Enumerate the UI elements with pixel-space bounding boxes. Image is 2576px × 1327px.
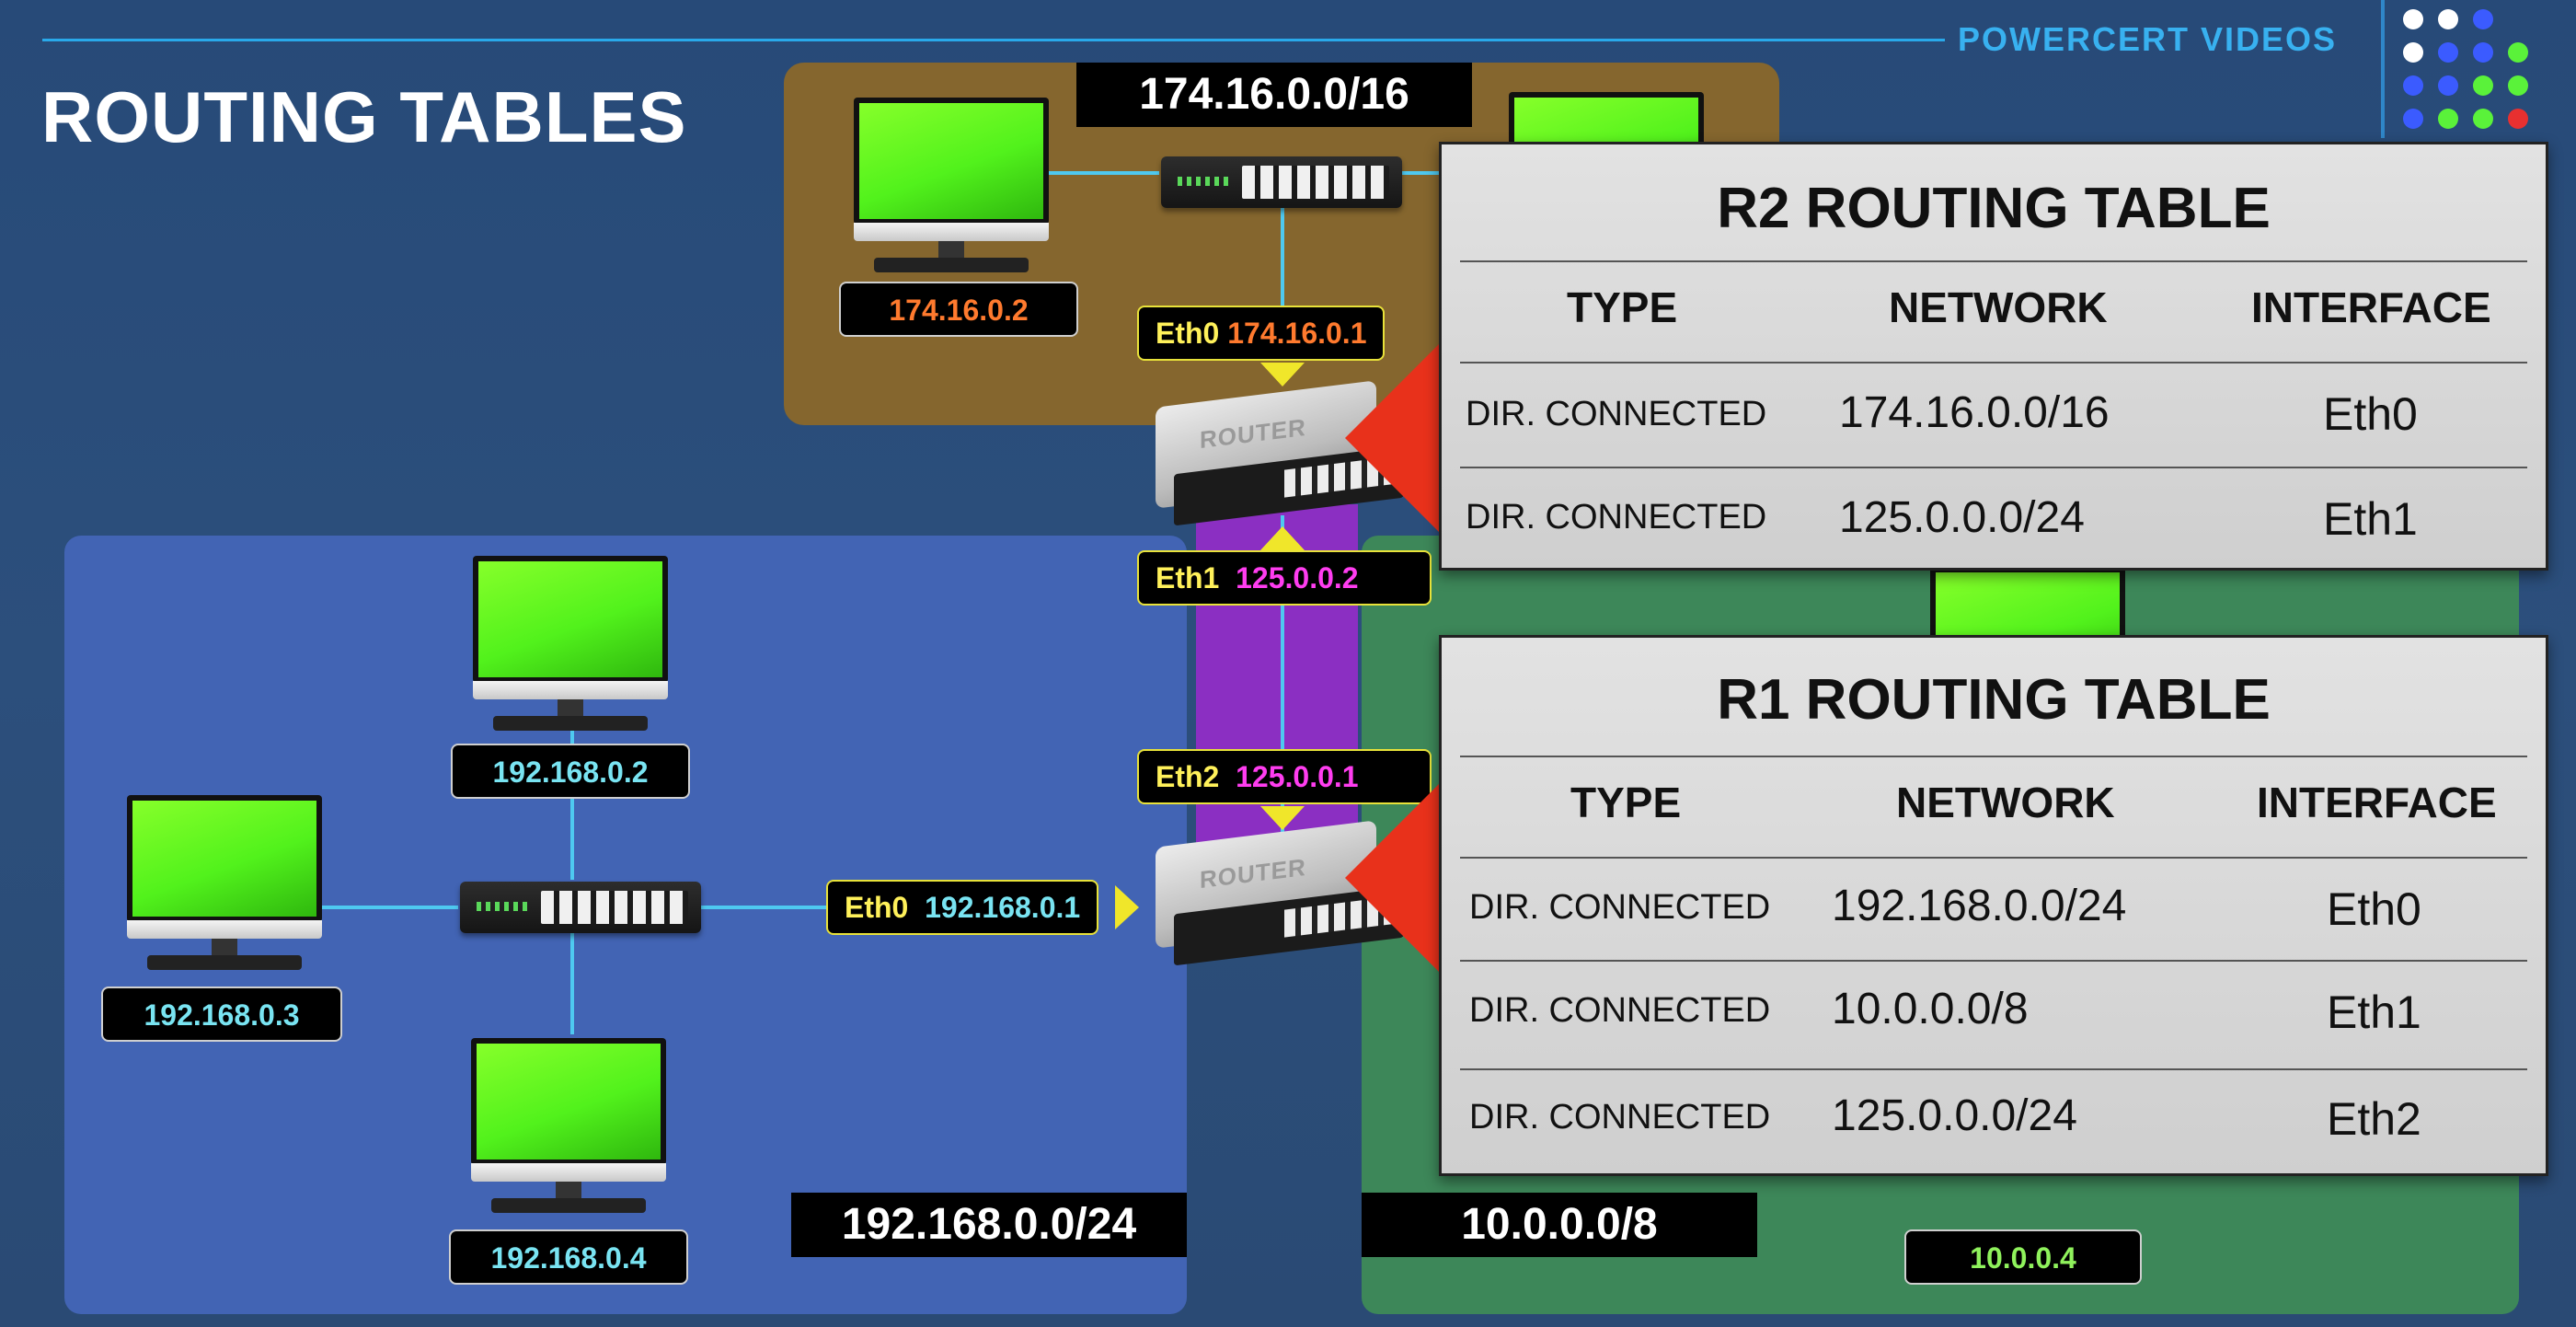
r1-row2-network: 10.0.0.0/8: [1832, 985, 2029, 1033]
brand-dots-icon: [2403, 9, 2541, 138]
r2-header-network: NETWORK: [1889, 283, 2108, 331]
r2-row1-network: 174.16.0.0/16: [1839, 388, 2110, 437]
r1-header-interface: INTERFACE: [2257, 779, 2497, 826]
r2-header-type: TYPE: [1567, 283, 1678, 331]
r2-row2-network: 125.0.0.0/24: [1839, 493, 2085, 542]
r2-table-pointer: [1345, 337, 1446, 539]
link-line: [1281, 197, 1284, 307]
r2-table-title: R2 ROUTING TABLE: [1717, 177, 2271, 240]
r1-routing-table: R1 ROUTING TABLE TYPE NETWORK INTERFACE …: [1439, 635, 2548, 1176]
host-label-10-0-0-4: 10.0.0.4: [1904, 1229, 2142, 1285]
r2-header-interface: INTERFACE: [2251, 283, 2491, 331]
r2-routing-table: R2 ROUTING TABLE TYPE NETWORK INTERFACE …: [1439, 142, 2548, 571]
host-label-174-16-0-2: 174.16.0.2: [839, 282, 1078, 337]
r1-eth0-name: Eth0: [845, 891, 909, 924]
r1-eth0-ip: 192.168.0.1: [925, 891, 1081, 924]
r1-eth2-ip: 125.0.0.1: [1236, 760, 1359, 793]
host-label-192-168-0-4: 192.168.0.4: [449, 1229, 688, 1285]
switch-icon: [460, 882, 701, 933]
r1-table-pointer: [1345, 777, 1446, 979]
r1-row3-network: 125.0.0.0/24: [1832, 1091, 2077, 1140]
computer-monitor-icon: [127, 795, 322, 975]
table-divider: [1460, 960, 2527, 962]
r2-eth0-badge: Eth0 174.16.0.1: [1137, 306, 1386, 361]
link-line: [570, 723, 574, 880]
page-title: ROUTING TABLES: [41, 76, 687, 157]
r1-row3-interface: Eth2: [2327, 1093, 2421, 1145]
table-divider: [1460, 1068, 2527, 1070]
r1-eth2-name: Eth2: [1156, 760, 1220, 793]
r1-table-title: R1 ROUTING TABLE: [1717, 668, 2271, 732]
r1-eth0-badge: Eth0 192.168.0.1: [826, 880, 1099, 935]
r2-eth0-ip: 174.16.0.1: [1227, 317, 1367, 350]
link-line: [1281, 515, 1284, 847]
r1-row2-interface: Eth1: [2327, 987, 2421, 1038]
table-divider: [1460, 260, 2527, 262]
r1-header-network: NETWORK: [1896, 779, 2115, 826]
r2-eth1-ip: 125.0.0.2: [1236, 561, 1359, 594]
host-label-192-168-0-2: 192.168.0.2: [451, 744, 690, 799]
r2-row1-interface: Eth0: [2323, 388, 2418, 440]
r1-row1-type: DIR. CONNECTED: [1469, 888, 1771, 927]
r2-eth0-name: Eth0: [1156, 317, 1220, 350]
arrow-up-icon: [1260, 526, 1305, 550]
r2-eth1-name: Eth1: [1156, 561, 1220, 594]
network-label-192: 192.168.0.0/24: [791, 1193, 1187, 1257]
link-line: [1049, 171, 1159, 175]
host-label-192-168-0-3: 192.168.0.3: [101, 987, 342, 1042]
computer-monitor-icon: [473, 556, 668, 736]
table-divider: [1460, 467, 2527, 468]
switch-icon: [1161, 156, 1402, 208]
r2-row1-type: DIR. CONNECTED: [1466, 395, 1767, 433]
r2-row2-type: DIR. CONNECTED: [1466, 498, 1767, 537]
r2-row2-interface: Eth1: [2323, 493, 2418, 545]
r2-eth1-badge: Eth1 125.0.0.2: [1137, 550, 1432, 606]
table-divider: [1460, 362, 2527, 363]
network-label-10: 10.0.0.0/8: [1362, 1193, 1757, 1257]
r1-header-type: TYPE: [1570, 779, 1682, 826]
link-line: [699, 906, 828, 909]
table-divider: [1460, 857, 2527, 859]
link-line: [570, 933, 574, 1034]
brand-separator: [2381, 0, 2385, 138]
arrow-right-icon: [1115, 885, 1139, 929]
computer-monitor-icon: [854, 98, 1049, 278]
computer-monitor-icon: [471, 1038, 666, 1218]
arrow-down-icon: [1260, 806, 1305, 830]
brand-name: POWERCERT VIDEOS: [1958, 20, 2338, 58]
table-divider: [1460, 756, 2527, 757]
header-rule: [42, 39, 1945, 41]
link-line: [320, 906, 458, 909]
r1-row1-interface: Eth0: [2327, 883, 2421, 935]
r1-row3-type: DIR. CONNECTED: [1469, 1098, 1771, 1137]
arrow-down-icon: [1260, 363, 1305, 387]
network-label-174: 174.16.0.0/16: [1076, 63, 1472, 127]
r1-row2-type: DIR. CONNECTED: [1469, 991, 1771, 1030]
r1-row1-network: 192.168.0.0/24: [1832, 882, 2127, 930]
